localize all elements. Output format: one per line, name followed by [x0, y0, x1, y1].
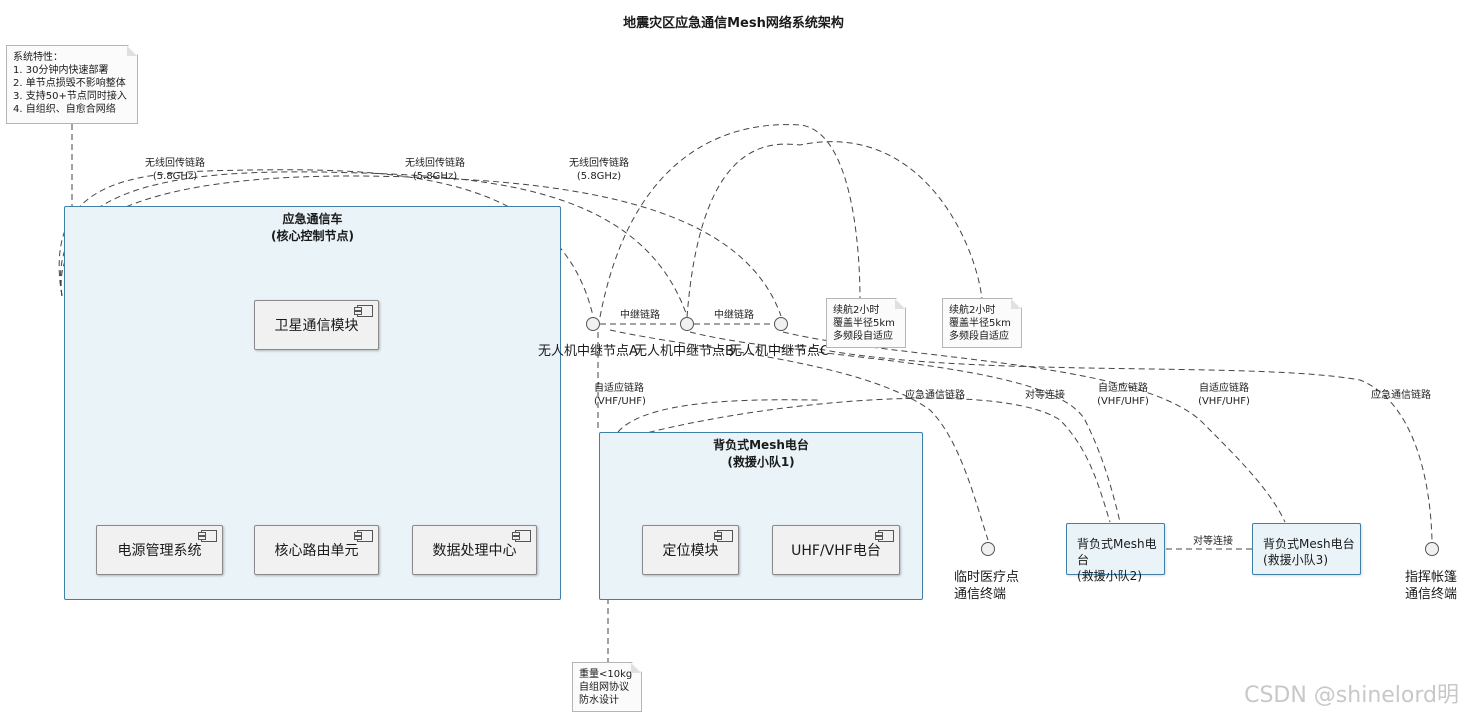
uav-label-c: 无人机中继节点C	[729, 344, 830, 359]
core-router[interactable]: 核心路由单元	[254, 525, 379, 575]
features-heading: 系统特性：	[13, 52, 63, 63]
relay-label-1: 中继链路	[620, 310, 660, 321]
note-fold	[631, 663, 641, 673]
command-terminal-label: 指挥帐篷 通信终端	[1405, 570, 1458, 602]
team-radio-note: 重量<10kg 自组网协议 防水设计	[572, 662, 642, 712]
uav-node-b[interactable]	[680, 317, 694, 331]
component-icon	[354, 530, 373, 542]
uav-label-a: 无人机中继节点A	[538, 344, 638, 359]
component-icon	[354, 305, 373, 317]
note-fold	[127, 46, 137, 56]
uav-node-c[interactable]	[774, 317, 788, 331]
page-title: 地震灾区应急通信Mesh网络系统架构	[623, 16, 844, 31]
team3-radio[interactable]: 背负式Mesh电台 (救援小队3)	[1252, 523, 1361, 575]
watermark: CSDN @shinelord明	[1244, 683, 1459, 708]
satellite-module[interactable]: 卫星通信模块	[254, 300, 379, 350]
backhaul-label-3: 无线回传链路(5.8GHz)	[569, 158, 629, 182]
uav-spec-note-1: 续航2小时 覆盖半径5km 多频段自适应	[826, 298, 906, 348]
feature-item: 2. 单节点损毁不影响整体	[13, 78, 126, 89]
note-fold	[1011, 299, 1021, 309]
component-icon	[512, 530, 531, 542]
relay-label-2: 中继链路	[714, 310, 754, 321]
uav-spec-note-2: 续航2小时 覆盖半径5km 多频段自适应	[942, 298, 1022, 348]
adaptive-link-label-3: 自适应链路(VHF/UHF)	[1198, 383, 1250, 407]
emergency-link-label-2: 应急通信链路	[1371, 390, 1431, 401]
emergency-link-label-1: 应急通信链路	[905, 390, 965, 401]
feature-item: 4. 自组织、自愈合网络	[13, 104, 116, 115]
adaptive-link-label-1: 自适应链路(VHF/UHF)	[594, 383, 646, 407]
adaptive-link-label-2: 自适应链路(VHF/UHF)	[1097, 383, 1149, 407]
backhaul-label-2: 无线回传链路(5.8GHz)	[405, 158, 465, 182]
uav-label-b: 无人机中继节点B	[634, 344, 734, 359]
system-features-note: 系统特性： 1. 30分钟内快速部署 2. 单节点损毁不影响整体 3. 支持50…	[6, 45, 138, 124]
team2-radio[interactable]: 背负式Mesh电台 (救援小队2)	[1066, 523, 1165, 583]
command-terminal-node[interactable]	[1425, 542, 1439, 556]
medical-terminal-label: 临时医疗点 通信终端	[954, 570, 1020, 602]
feature-item: 1. 30分钟内快速部署	[13, 65, 109, 76]
peer-link-label-1: 对等连接	[1025, 390, 1065, 401]
component-icon	[875, 530, 894, 542]
power-management[interactable]: 电源管理系统	[96, 525, 223, 575]
medical-terminal-node[interactable]	[981, 542, 995, 556]
peer-link-label-2: 对等连接	[1193, 536, 1233, 547]
team1-title: 背负式Mesh电台 (救援小队1)	[713, 438, 809, 469]
component-icon	[198, 530, 217, 542]
feature-item: 3. 支持50+节点同时接入	[13, 91, 127, 102]
positioning-module[interactable]: 定位模块	[642, 525, 739, 575]
uhf-vhf-radio[interactable]: UHF/VHF电台	[772, 525, 900, 575]
vehicle-title: 应急通信车 (核心控制节点)	[271, 212, 354, 243]
note-fold	[895, 299, 905, 309]
uav-node-a[interactable]	[586, 317, 600, 331]
data-processing-center[interactable]: 数据处理中心	[412, 525, 537, 575]
backhaul-label-1: 无线回传链路(5.8GHz)	[145, 158, 205, 182]
component-icon	[714, 530, 733, 542]
